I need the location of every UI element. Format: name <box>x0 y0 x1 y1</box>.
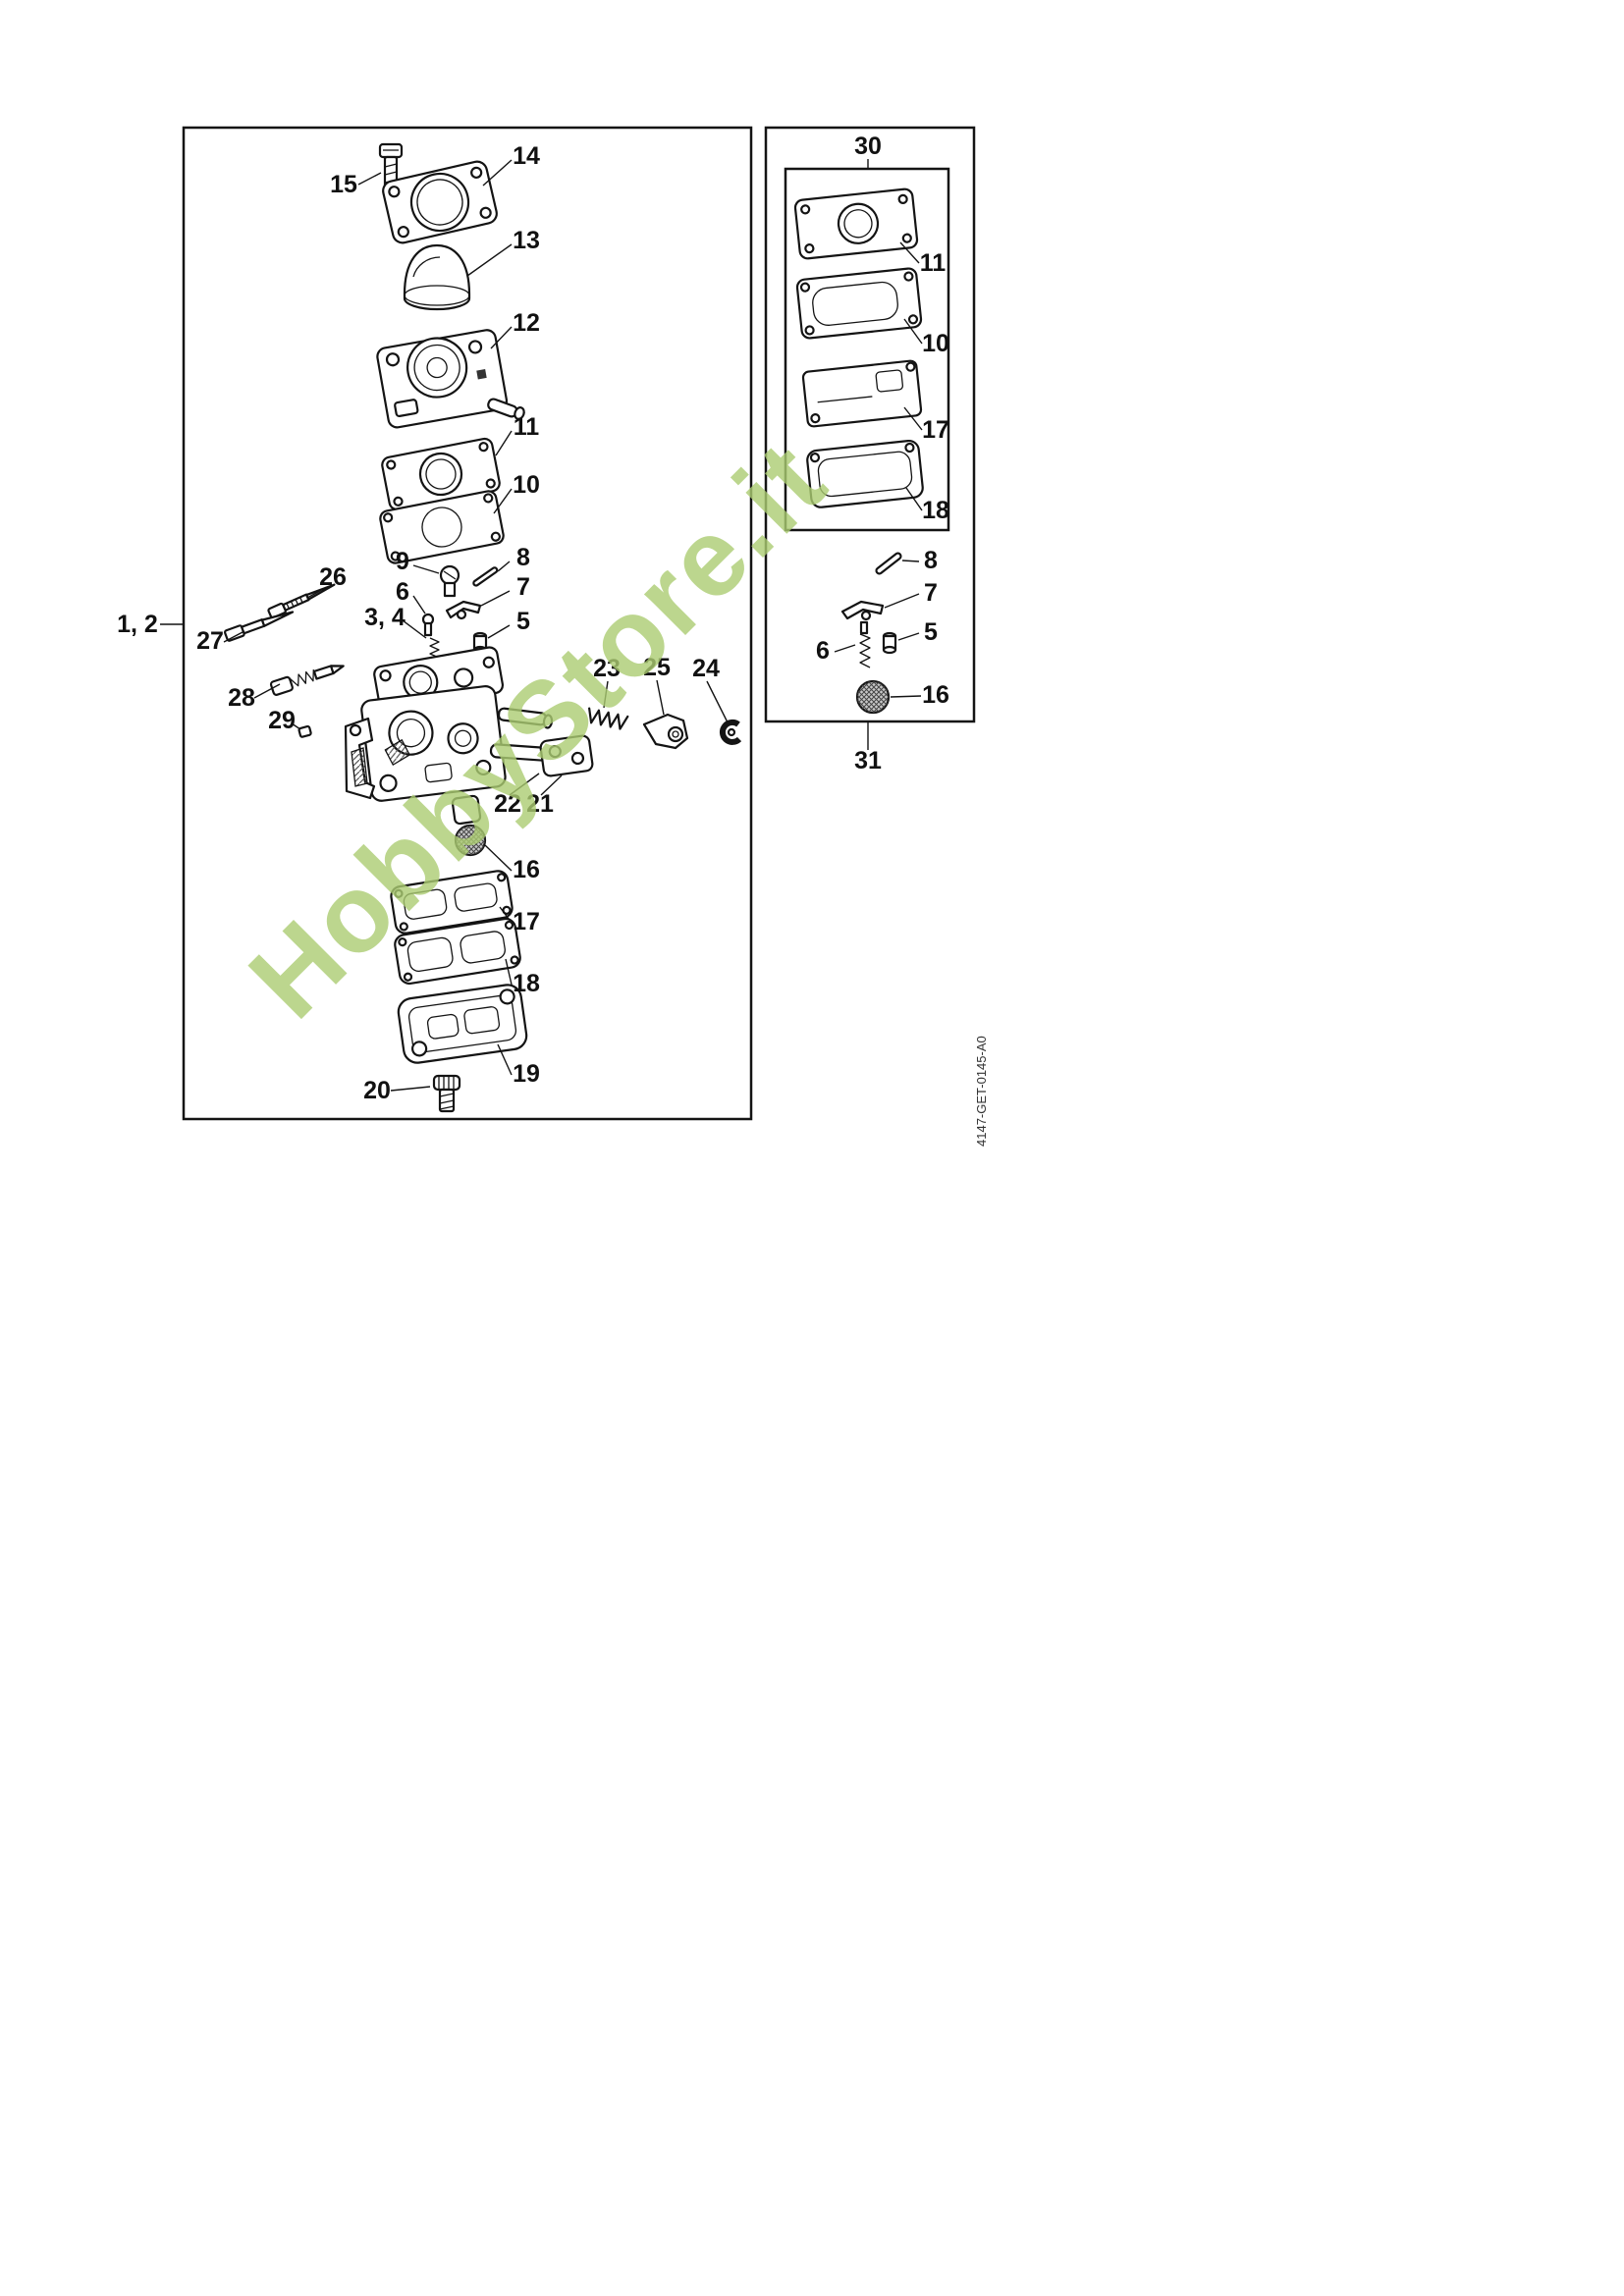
kit-part-lever <box>840 600 885 621</box>
kit-part-plate <box>801 359 923 428</box>
part-carburetor-body <box>344 646 594 826</box>
part-metering-gasket <box>379 490 505 564</box>
service-kit-panel: 30 11 10 17 18 8 7 6 5 16 31 <box>764 126 976 774</box>
part-inlet-needle <box>421 613 435 637</box>
part-e-clip <box>719 719 742 745</box>
part-metering-lever <box>445 600 482 620</box>
callout-11: 11 <box>514 413 540 441</box>
kit-part-screen <box>855 679 891 715</box>
part-primer-bulb <box>403 243 471 311</box>
kit-part-pin <box>875 552 902 575</box>
part-idle-screw <box>269 665 345 696</box>
callout-17: 17 <box>513 908 540 935</box>
kit-callout-7: 7 <box>924 579 938 607</box>
watermark-text: HobbyStore.it <box>226 417 849 1041</box>
kit-callout-11: 11 <box>920 249 947 277</box>
callout-28: 28 <box>228 684 255 712</box>
callout-1-2: 1, 2 <box>117 611 158 638</box>
leader-lines-main <box>160 159 729 1092</box>
kit-callout-5: 5 <box>924 618 938 646</box>
callout-23: 23 <box>593 655 621 682</box>
callout-7: 7 <box>516 573 530 601</box>
callout-27: 27 <box>196 627 224 655</box>
callout-8: 8 <box>516 544 530 571</box>
main-diagram-panel: 15 14 13 12 11 10 9 8 7 6 3, 4 5 26 27 2… <box>117 126 753 1121</box>
part-end-gasket-2 <box>394 917 521 986</box>
kit-part-diaphragm <box>793 187 919 260</box>
main-panel-border <box>182 126 753 1121</box>
callout-13: 13 <box>513 227 540 254</box>
kit-inner-border <box>784 167 950 532</box>
kit-callout-31: 31 <box>854 747 882 774</box>
callout-18: 18 <box>513 970 540 997</box>
callout-15: 15 <box>330 171 357 198</box>
part-end-gasket-1 <box>390 870 514 934</box>
callout-9: 9 <box>396 548 409 575</box>
kit-callout-6: 6 <box>816 637 830 665</box>
part-small-plug <box>298 724 312 738</box>
callout-5: 5 <box>516 608 530 635</box>
doc-code: 4147-GET-0145-A0 <box>974 1036 989 1147</box>
part-pump-cover <box>382 160 498 244</box>
callout-10: 10 <box>513 471 540 499</box>
callout-24: 24 <box>692 655 720 682</box>
part-throttle-lever <box>642 713 689 750</box>
callout-14: 14 <box>513 142 540 170</box>
part-cover-screw <box>432 1074 461 1113</box>
callout-20: 20 <box>363 1077 391 1104</box>
callout-25: 25 <box>643 654 671 681</box>
part-lever-screw <box>439 564 460 598</box>
part-idle-needle <box>223 611 295 642</box>
leader-lines-kit <box>834 159 923 750</box>
kit-panel-border <box>764 126 976 723</box>
kit-part-end-gasket <box>806 439 924 508</box>
callout-19: 19 <box>513 1060 540 1088</box>
kit-callout-10: 10 <box>922 330 949 357</box>
kit-part-gasket <box>795 267 923 340</box>
callout-26: 26 <box>319 563 347 591</box>
callout-29: 29 <box>268 707 296 734</box>
callout-16: 16 <box>513 856 540 883</box>
callout-22: 22 <box>494 790 521 818</box>
part-end-cover <box>397 984 528 1064</box>
kit-callout-30: 30 <box>854 133 882 160</box>
part-fuel-screen <box>454 824 487 857</box>
part-throttle-spring <box>588 707 629 730</box>
kit-part-plug <box>882 631 897 655</box>
callout-3-4: 3, 4 <box>364 604 406 631</box>
kit-callout-18: 18 <box>922 497 949 524</box>
kit-callout-17: 17 <box>922 416 949 444</box>
kit-callout-8: 8 <box>924 547 938 574</box>
callout-21: 21 <box>526 790 554 818</box>
callout-6: 6 <box>396 578 409 606</box>
kit-part-needle-spring <box>859 620 871 668</box>
part-lever-pin <box>472 566 499 587</box>
callout-12: 12 <box>513 309 540 337</box>
part-pump-body <box>376 329 525 429</box>
kit-callout-16: 16 <box>922 681 949 709</box>
